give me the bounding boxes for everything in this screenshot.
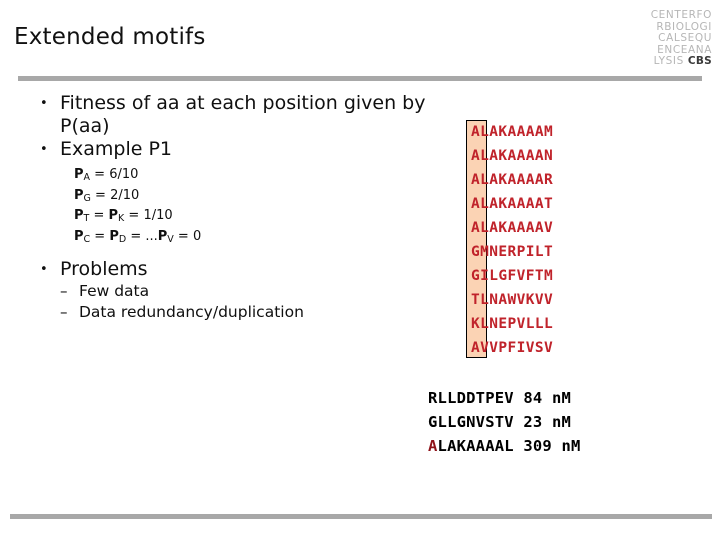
logo-line-5: LYSIS CBS — [626, 56, 712, 68]
peptide-rest: LLGNVSTV — [437, 413, 514, 431]
logo-line-5-prefix: LYSIS — [653, 55, 684, 68]
logo-line-3: CALSEQU — [658, 32, 712, 45]
list-item: GILGFVFTM — [471, 268, 554, 284]
logo-line-1: CENTERFO — [650, 9, 712, 21]
bullet-example: Example P1 — [30, 138, 440, 161]
prob-line-tk: PT = PK = 1/10 — [74, 208, 173, 225]
position-1-highlight-box — [466, 120, 487, 358]
bullet-problems: Problems — [30, 258, 440, 281]
list-item: TLNAWVKVV — [471, 292, 554, 308]
motif-sequence-list: ALAKAAAAM ALAKAAAAN ALAKAAAAR ALAKAAAAT … — [466, 120, 606, 360]
affinity-unit: nM — [551, 413, 572, 431]
affinity-table: RLLDDTPEV 84 nM GLLGNVSTV 23 nM ALAKAAAA… — [428, 386, 581, 458]
prob-line-g: PG = 2/10 — [74, 187, 140, 204]
table-row: GLLGNVSTV 23 nM — [428, 410, 581, 434]
peptide-first-residue: A — [428, 437, 438, 455]
list-item: GMNERPILT — [471, 244, 554, 260]
logo-line-2: RBIOLOGI — [656, 20, 712, 33]
prob-line-cdv: PC = PD = ...PV = 0 — [74, 228, 202, 245]
table-row: RLLDDTPEV 84 nM — [428, 386, 581, 410]
peptide-rest: LLDDTPEV — [437, 389, 514, 407]
affinity-value: 309 — [523, 437, 552, 455]
list-item: ALAKAAAAR — [471, 172, 554, 188]
logo-line-4: ENCEANA — [657, 43, 712, 56]
list-item: AVVPFIVSV — [471, 340, 554, 356]
prob-line-a: PA = 6/10 — [74, 167, 139, 184]
header-divider — [18, 76, 702, 81]
footer-divider — [10, 514, 712, 519]
list-item: ALAKAAAAN — [471, 148, 554, 164]
page-title: Extended motifs — [14, 24, 206, 50]
peptide-first-residue: R — [428, 389, 438, 407]
affinity-unit: nM — [561, 437, 581, 455]
bullet-list: Fitness of aa at each position given by … — [30, 92, 440, 323]
logo-brand: CBS — [687, 55, 712, 68]
cbs-logo: CENTERFO RBIOLOGI CALSEQU ENCEANA LYSIS … — [626, 9, 712, 68]
list-item: ALAKAAAAM — [471, 124, 554, 140]
table-row: ALAKAAAAL 309 nM — [428, 434, 581, 458]
affinity-value: 84 — [523, 389, 543, 407]
list-item: KLNEPVLLL — [471, 316, 554, 332]
peptide-first-residue: G — [428, 413, 438, 431]
bullet-redundancy: Data redundancy/duplication — [30, 302, 440, 323]
spacer — [30, 248, 440, 258]
list-item: ALAKAAAAV — [471, 220, 554, 236]
probability-list: PA = 6/10 PG = 2/10 PT = PK = 1/10 PC = … — [30, 166, 440, 248]
bullet-few-data: Few data — [30, 281, 440, 302]
peptide-rest: LAKAAAAL — [437, 437, 514, 455]
bullet-fitness: Fitness of aa at each position given by … — [30, 92, 440, 138]
affinity-unit: nM — [551, 389, 572, 407]
affinity-value: 23 — [523, 413, 543, 431]
list-item: ALAKAAAAT — [471, 196, 554, 212]
